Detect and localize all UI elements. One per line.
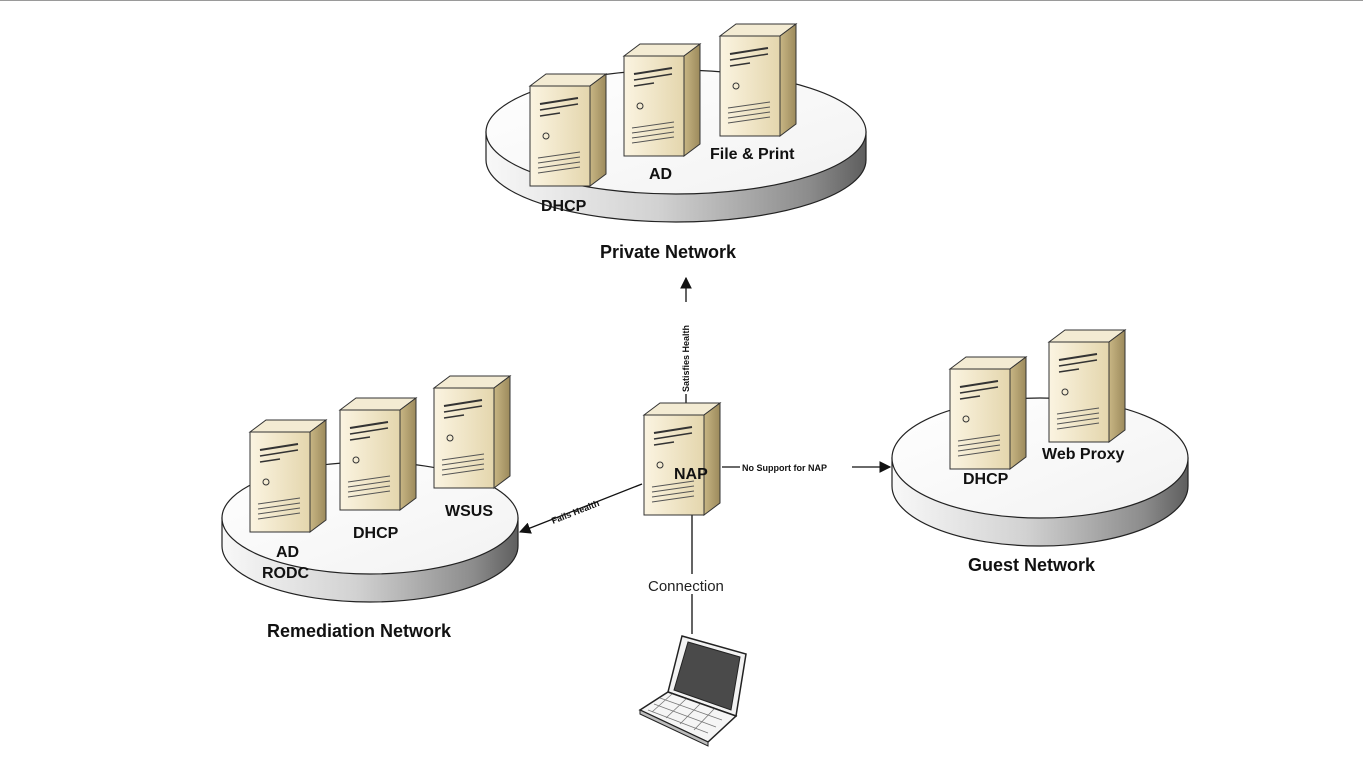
server-icon[interactable]: [949, 356, 1027, 470]
top-border: [0, 0, 1363, 1]
server-label-dhcp: DHCP: [963, 471, 1009, 488]
remediation-network-title: Remediation Network: [267, 621, 452, 641]
nap-label: NAP: [674, 466, 708, 483]
server-label-file-print: File & Print: [710, 146, 795, 163]
edge-label-bg: [646, 574, 738, 594]
server-label-dhcp: DHCP: [353, 525, 399, 542]
edge-label-satisfies-health: Satisfies Health: [681, 325, 691, 392]
guest-network-title: Guest Network: [968, 555, 1096, 575]
edge-label-connection: Connection: [648, 578, 724, 595]
guest-network-platform: [891, 397, 1189, 547]
server-icon[interactable]: [339, 397, 417, 511]
server-label-wsus: WSUS: [445, 503, 493, 520]
server-icon[interactable]: [433, 375, 511, 489]
edge-label-bg: [679, 302, 693, 394]
server-icon[interactable]: [529, 73, 607, 187]
server-label-web-proxy: Web Proxy: [1042, 446, 1125, 463]
server-label-rodc: RODC: [262, 565, 310, 582]
edge-label-bg: [551, 473, 615, 509]
edge-fails-health: [518, 483, 643, 534]
server-icon[interactable]: [623, 43, 701, 157]
server-label-ad: AD: [276, 544, 299, 561]
server-label-ad: AD: [649, 166, 672, 183]
edge-label-no-support-nap: No Support for NAP: [742, 463, 827, 473]
private-network-title: Private Network: [600, 242, 737, 262]
server-icon[interactable]: [1048, 329, 1126, 443]
laptop-icon[interactable]: [638, 635, 747, 747]
server-icon[interactable]: [719, 23, 797, 137]
edge-label-bg: [740, 461, 852, 473]
nap-server-icon[interactable]: [643, 402, 721, 516]
server-icon[interactable]: [249, 419, 327, 533]
server-label-dhcp: DHCP: [541, 198, 587, 215]
